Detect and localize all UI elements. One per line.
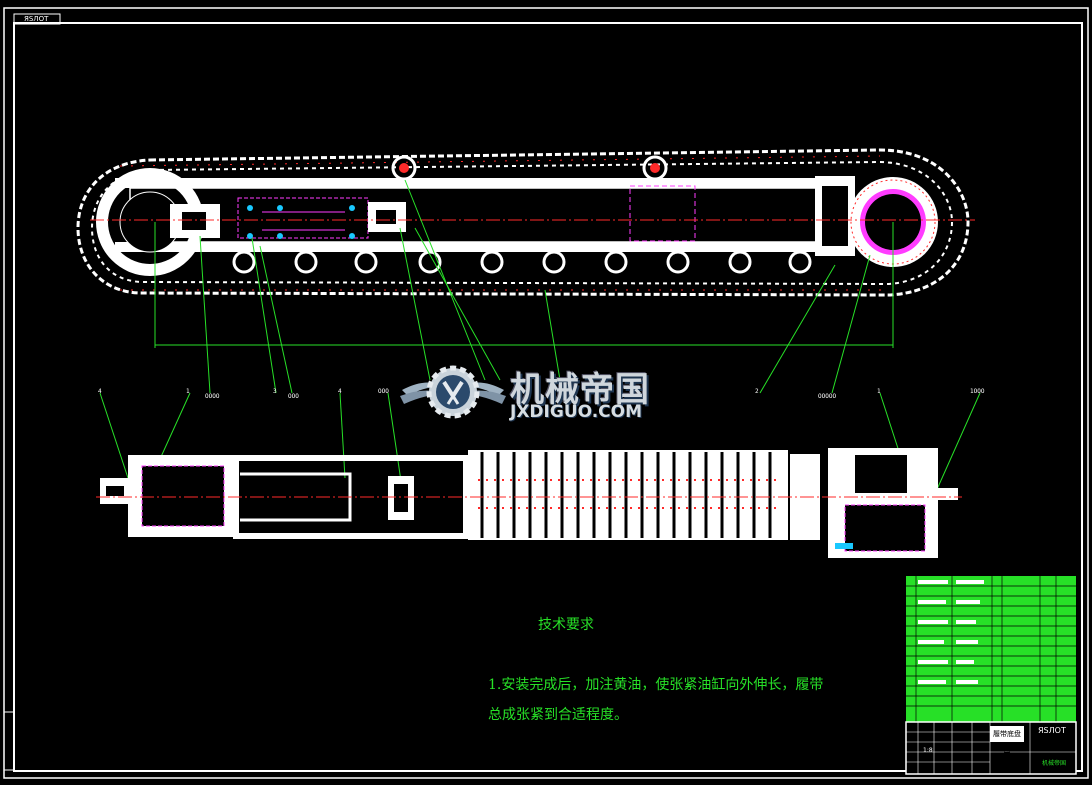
balloon-8: 2 (755, 388, 759, 395)
carrier-roller-left (391, 155, 417, 181)
track-chain-outer (76, 148, 970, 297)
balloon-9: ООООО (818, 393, 836, 400)
plan-end-cap-right (936, 488, 958, 500)
track-chain-inner (90, 160, 954, 286)
tech-requirements-title: 技术要求 (538, 617, 594, 633)
title-block-company: 机械帝国 (1042, 760, 1067, 767)
tech-requirement-line-1: 1.安装完成后，加注黄油，使张紧油缸向外伸长，履带 (488, 677, 824, 693)
frame-lower-rail (115, 242, 835, 252)
balloon-7: ООО (378, 388, 389, 395)
corner-code-box (13, 13, 61, 25)
balloon-11: 1ООО (970, 388, 985, 395)
tech-requirement-line-2: 总成张紧到合适程度。 (488, 707, 628, 723)
shoe-grousers (480, 452, 772, 538)
corner-drawing-code: ЯЅЛОТ (24, 15, 49, 23)
side-tab (3, 711, 15, 771)
gear-wings-logo-icon (400, 365, 506, 419)
parts-list-table (906, 576, 1076, 722)
track-plan-view (96, 448, 962, 558)
title-block-drawing-code: ЯЅЛОТ (1038, 726, 1066, 735)
chain-pins (119, 155, 890, 291)
logo-chinese-name: 机械帝国 (510, 370, 650, 410)
balloon-3: ОООО (205, 393, 220, 400)
cylinder-parts (247, 205, 355, 239)
frame-body (129, 187, 831, 243)
balloon-row: 4 1 ОООО 3 ООО 4 ООО 2 ООООО 1 1ООО (98, 388, 985, 400)
balloon-6: 4 (338, 388, 342, 395)
balloon-5: ООО (288, 393, 299, 400)
carrier-roller-right (642, 155, 668, 181)
outer-sheet-border (3, 7, 1089, 779)
title-block (905, 576, 1077, 775)
track-shoes (468, 450, 788, 540)
track-side-view (76, 148, 975, 348)
title-block-scale: 1:8 (923, 747, 933, 754)
jxdiguo-watermark-logo: 机械帝国 JXDIGUO.COM (398, 362, 698, 424)
balloon-2: 1 (186, 388, 190, 395)
title-block-drawing-name: 履带底盘图 (990, 726, 1024, 754)
balloon-10: 1 (877, 388, 881, 395)
leader-lines (99, 179, 981, 506)
inner-frame (13, 22, 1083, 772)
balloon-4: 3 (273, 388, 277, 395)
logo-english-name: JXDIGUO.COM (510, 402, 643, 422)
frame-upper-rail (115, 178, 835, 188)
track-rollers (232, 250, 812, 274)
balloon-1: 4 (98, 388, 102, 395)
shoe-bolts (478, 479, 778, 509)
